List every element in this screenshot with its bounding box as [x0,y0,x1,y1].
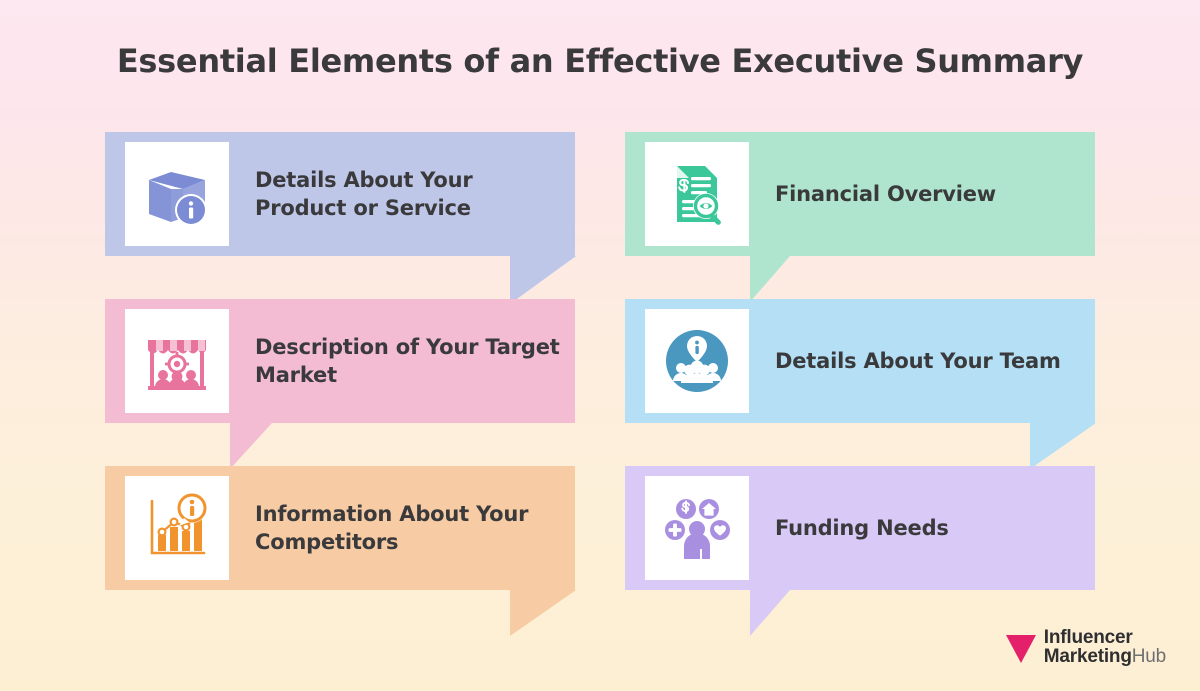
card-tail [230,423,296,471]
page-title: Essential Elements of an Effective Execu… [116,42,1084,80]
arrow-mark [1005,635,1036,663]
card-icon-tile [645,309,749,413]
card-tail [750,256,816,304]
card-icon-tile [645,142,749,246]
market-stall-target-icon [148,340,206,390]
card-tail [510,256,576,304]
card-label: Details About Your Product or Service [255,167,473,220]
logo-word-hub: Hub [1131,646,1166,667]
logo-line-marketinghub: MarketingHub [1044,647,1166,666]
person-benefits-icon [665,499,730,559]
card-icon-tile [125,309,229,413]
card-icon-tile [125,476,229,580]
brand-logo[interactable]: Influencer MarketingHub [1005,626,1166,667]
logo-text: Influencer MarketingHub [1043,626,1166,667]
card-funding-needs[interactable]: Funding Needs [625,466,1095,636]
card-label: Funding Needs [775,515,949,540]
card-product-service[interactable]: Details About Your Product or Service [105,132,576,304]
card-label: Description of Your Target Market [255,334,560,387]
team-info-circle-icon [666,330,728,392]
card-tail [1030,423,1096,471]
card-icon-tile [125,142,229,246]
card-label: Information About Your Competitors [255,501,529,554]
card-icon-tile [645,476,749,580]
card-tail [510,590,576,638]
card-team[interactable]: Details About Your Team [625,299,1096,469]
card-tail [750,590,816,638]
bar-chart-info-icon [150,493,207,555]
logo-line-influencer: Influencer [1043,626,1133,648]
card-financial-overview[interactable]: Financial Overview [625,132,1095,302]
document-dollar-magnifier-icon [677,166,721,225]
card-target-market[interactable]: Description of Your Target Market [105,299,575,469]
card-label: Financial Overview [775,181,997,206]
box-info-icon [149,172,207,226]
logo-word-marketing: Marketing [1043,646,1132,667]
card-competitors[interactable]: Information About Your Competitors [105,466,576,636]
card-label: Details About Your Team [775,348,1061,373]
